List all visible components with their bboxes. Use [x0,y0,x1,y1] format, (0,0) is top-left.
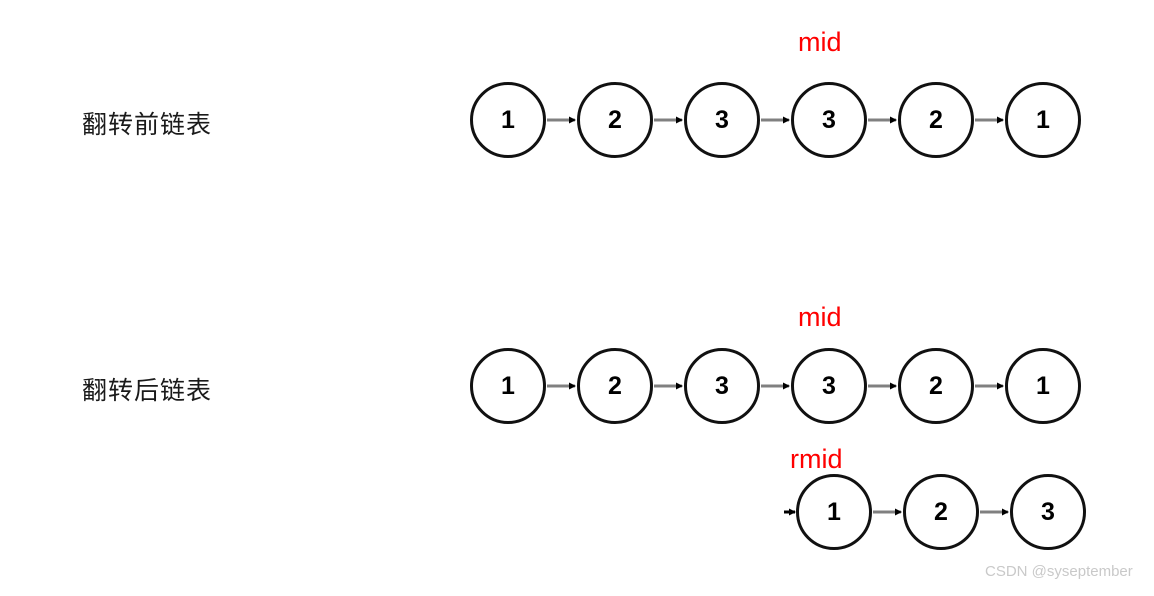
list-node: 2 [903,474,979,550]
list-node: 3 [791,348,867,424]
list-node: 2 [577,348,653,424]
list-node: 3 [1010,474,1086,550]
list-node: 2 [898,348,974,424]
pointer-label-mid: mid [798,302,842,332]
list-node: 1 [1005,82,1081,158]
list-node: 2 [898,82,974,158]
list-node: 1 [796,474,872,550]
row-label-before: 翻转前链表 [82,110,213,139]
list-node: 2 [577,82,653,158]
list-node: 3 [684,348,760,424]
pointer-label-rmid: rmid [790,444,843,474]
list-node: 1 [470,348,546,424]
row-label-after: 翻转后链表 [82,376,213,405]
watermark: CSDN @syseptember [985,563,1133,580]
list-node: 1 [1005,348,1081,424]
pointer-label-mid: mid [798,27,842,57]
list-node: 3 [684,82,760,158]
list-node: 1 [470,82,546,158]
list-node: 3 [791,82,867,158]
